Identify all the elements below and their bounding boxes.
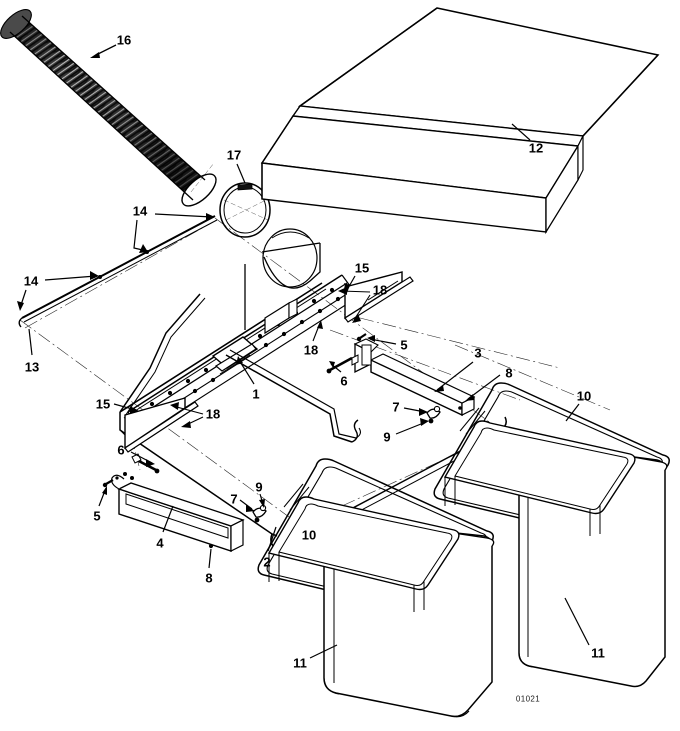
leader-14-lower (17, 271, 99, 311)
part-17-hose-clamp (219, 182, 271, 238)
part-11-bag-left (267, 496, 495, 718)
callout-18-rivet-center: 18 (303, 342, 319, 358)
callout-5-screw-left: 5 (93, 508, 101, 524)
part-15-bracket-left (124, 397, 199, 453)
callout-5-screw-upper: 5 (400, 337, 408, 353)
leader-13 (28, 328, 33, 356)
leader-8-left (208, 548, 212, 569)
leader-7-left (239, 499, 255, 512)
leader-4 (162, 505, 174, 533)
callout-10-bag-frame-left: 10 (301, 527, 317, 543)
callout-11-bag-left: 11 (293, 655, 307, 671)
callout-6-bolt-center: 6 (340, 373, 348, 389)
leader-7-right (403, 407, 428, 416)
leader-8-right (465, 374, 501, 401)
part-8-nut-left (208, 543, 214, 549)
leader-9-left (259, 493, 265, 508)
callout-14-support-rod-lower: 14 (23, 273, 39, 289)
callout-6-bolt-left: 6 (117, 442, 125, 458)
leader-3 (434, 361, 474, 392)
leader-10-right (565, 403, 580, 422)
callout-17-hose-clamp: 17 (226, 147, 242, 163)
part-6-bolt-left (123, 453, 160, 480)
leader-6-left (130, 451, 155, 467)
callout-10-bag-frame-right: 10 (576, 388, 592, 404)
leader-11-right (564, 597, 590, 646)
part-4-channel-bracket (111, 474, 245, 552)
part-16-flexible-hose (0, 9, 217, 207)
callout-11-bag-right: 11 (591, 645, 605, 661)
callout-8-nut-left: 8 (205, 570, 213, 586)
leader-5-upper (367, 335, 397, 345)
callout-9-pin-left: 9 (255, 479, 263, 495)
callout-12-hood-cover: 12 (528, 140, 544, 156)
callout-14-support-rod-upper: 14 (132, 203, 148, 219)
callout-1-inlet-fitting: 1 (252, 386, 260, 402)
callout-7-clip-right: 7 (392, 399, 400, 415)
callout-15-bracket-left: 15 (95, 396, 111, 412)
part-5-screw-upper (356, 333, 367, 342)
part-5-screw-left (102, 479, 114, 488)
part-14-support-rod (18, 215, 218, 328)
leader-6-right (329, 361, 342, 373)
leader-1 (236, 356, 255, 385)
leader-12 (511, 123, 531, 141)
leader-17 (236, 163, 246, 184)
leader-18-right (338, 287, 371, 323)
leader-16 (90, 44, 117, 58)
callout-2-frame-edge: 2 (263, 554, 271, 570)
leader-14-upper (133, 213, 215, 253)
callout-15-bracket-right: 15 (354, 260, 370, 276)
leader-5-left (98, 486, 107, 507)
callout-4-channel-bracket: 4 (156, 535, 164, 551)
duct-collar (262, 228, 318, 288)
callout-16-flexible-hose: 16 (116, 32, 132, 48)
part-11-bag-right (443, 420, 668, 688)
part-7-9-clip-right (426, 405, 441, 424)
callout-13-rod-end: 13 (24, 359, 40, 375)
callout-18-rivet-right: 18 (372, 282, 388, 298)
callout-8-nut-right: 8 (505, 365, 513, 381)
part-6-bolt-right (326, 354, 359, 374)
callout-3-support-rail: 3 (474, 345, 482, 361)
callout-18-rivet-left: 18 (205, 406, 221, 422)
part-15-bracket-right (344, 271, 414, 323)
leader-15-left (113, 403, 139, 414)
callout-7-clip-left: 7 (230, 491, 238, 507)
leader-18-center (312, 320, 323, 342)
callout-9-pin-right: 9 (383, 429, 391, 445)
leader-11-left (309, 644, 338, 659)
part-12-hood-cover (260, 7, 660, 235)
part-7-9-clip-left (252, 504, 267, 523)
leader-9-right (395, 418, 429, 435)
leader-18-left (170, 402, 204, 428)
part-3-support-rail (353, 338, 476, 417)
